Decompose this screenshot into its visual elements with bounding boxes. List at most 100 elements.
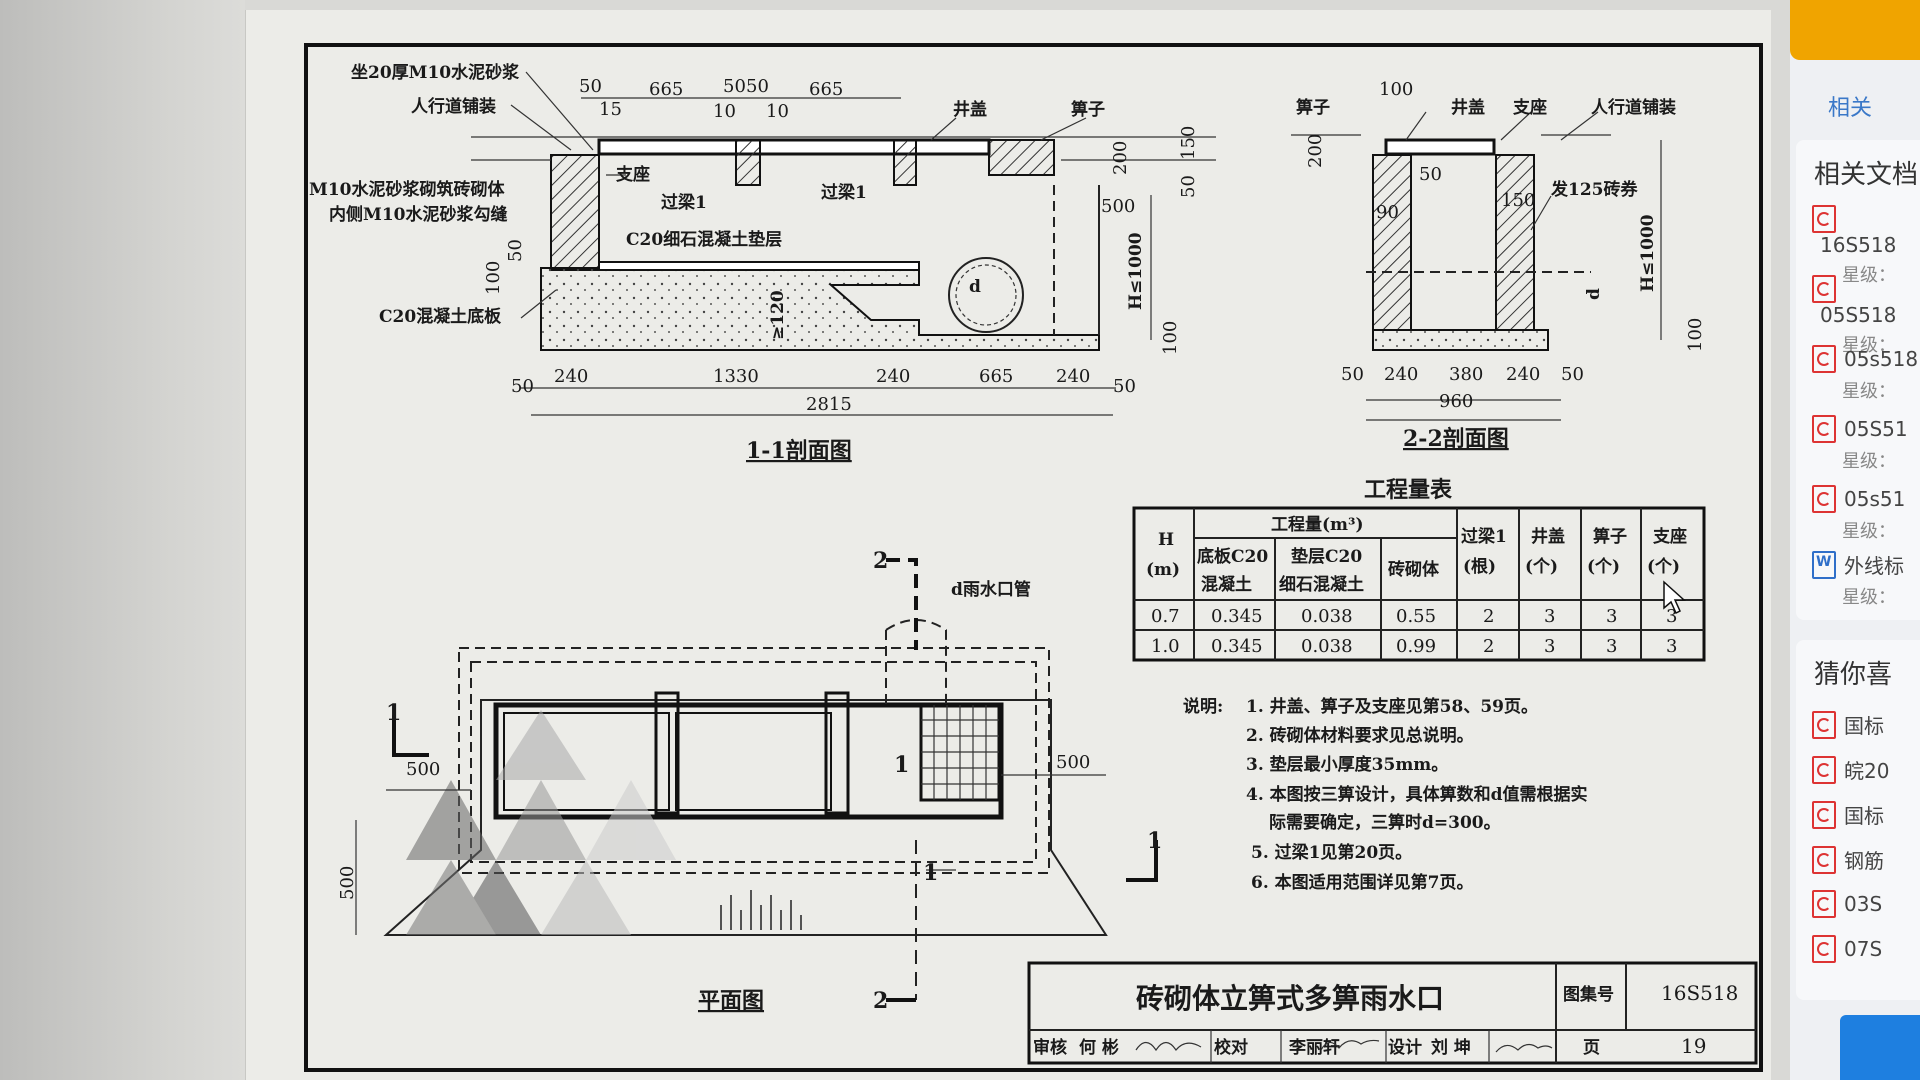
label-beam-a: 过梁1 xyxy=(661,192,707,213)
top-action-button[interactable] xyxy=(1790,0,1920,60)
design-name: 刘 坤 xyxy=(1431,1037,1471,1058)
doc-star: 星级： xyxy=(1842,381,1896,402)
pdf-icon xyxy=(1812,345,1836,373)
cell: 0.038 xyxy=(1301,606,1353,627)
drawing-title: 砖砌体立箅式多箅雨水口 xyxy=(1136,982,1444,1015)
review-label: 审核 xyxy=(1033,1037,1067,1058)
review-signature xyxy=(1135,1041,1202,1052)
dim-right-100: 100 xyxy=(1160,321,1181,355)
recommended-doc-item[interactable]: 03S xyxy=(1812,890,1882,918)
doc-name: 国标 xyxy=(1844,804,1884,828)
related-docs-panel: 相关文档 16S518 星级： 05S518 星级： 05s518 星级： 05… xyxy=(1796,140,1920,620)
dim-top-50: 50 xyxy=(579,76,602,97)
recommended-doc-item[interactable]: 国标 xyxy=(1812,710,1884,739)
recommended-doc-item[interactable]: 钢筋 xyxy=(1812,845,1884,874)
cell: 1.0 xyxy=(1151,636,1180,657)
atlas-label: 图集号 xyxy=(1563,984,1614,1005)
table-row: 1.0 0.345 0.038 0.99 2 3 3 3 xyxy=(1151,636,1677,657)
recommended-doc-item[interactable]: 皖20 xyxy=(1812,755,1889,784)
cell: 2 xyxy=(1483,606,1494,627)
th-cover-1: 井盖 xyxy=(1531,526,1565,547)
quantity-table: 工程量表 H (m) 工程量(m³) 底板C20 混凝土 垫层C20 细石混凝土… xyxy=(1132,477,1706,662)
recommended-doc-item[interactable]: 国标 xyxy=(1812,800,1884,829)
related-doc-item[interactable]: 05S518 星级： xyxy=(1812,275,1920,357)
dim-bottom-50b: 50 xyxy=(1113,376,1136,397)
doc-name: 07S xyxy=(1844,937,1883,961)
right-sidebar: 相关 相关文档 16S518 星级： 05S518 星级： 05s518 星级：… xyxy=(1790,0,1920,1080)
note-item: 2. 砖砌体材料要求见总说明。 xyxy=(1246,725,1474,746)
section-2-2 xyxy=(1291,111,1662,421)
page-label: 页 xyxy=(1583,1038,1600,1058)
pdf-icon xyxy=(1812,275,1836,303)
beam-b xyxy=(893,139,917,186)
th-h: H xyxy=(1158,530,1174,550)
grate-1 xyxy=(988,139,1055,176)
dim-top-10b: 10 xyxy=(766,101,789,122)
dim-top-665a: 665 xyxy=(649,79,683,100)
plan-view xyxy=(355,558,1158,1002)
doc-name: 05s518 xyxy=(1844,347,1919,371)
cell: 0.55 xyxy=(1396,606,1436,627)
th-cushion-1: 垫层C20 xyxy=(1291,546,1362,567)
check-label: 校对 xyxy=(1214,1037,1248,1058)
label-base: C20混凝土底板 xyxy=(379,306,502,327)
doc-name: 钢筋 xyxy=(1844,849,1884,873)
label-beam-b: 过梁1 xyxy=(821,182,867,203)
th-grate-1: 箅子 xyxy=(1593,526,1627,547)
tab-related[interactable]: 相关 xyxy=(1828,96,1873,121)
watermark-triangles xyxy=(406,710,676,935)
recommended-doc-item[interactable]: 07S xyxy=(1812,935,1882,963)
related-doc-item[interactable]: 05s518 星级： xyxy=(1812,345,1918,403)
label-paving-left: 人行道铺装 xyxy=(411,96,496,117)
pdf-icon xyxy=(1812,845,1836,874)
dim-plan-500a: 500 xyxy=(406,759,440,780)
left-wall xyxy=(550,154,600,271)
label-h-le-1000-b: H≤1000 xyxy=(1638,214,1658,292)
title-block: 砖砌体立箅式多箅雨水口 图集号 16S518 审核 何 彬 校对 李丽轩 设计 … xyxy=(1027,961,1758,1065)
label-pipe-d: d xyxy=(969,277,981,297)
related-doc-item[interactable]: 外线标 星级： xyxy=(1812,550,1904,609)
note-item: 4. 本图按三箅设计，具体箅数和d值需根据实 xyxy=(1246,784,1588,805)
related-doc-item[interactable]: 16S518 星级： xyxy=(1812,205,1920,287)
doc-name: 03S xyxy=(1844,892,1883,916)
label-grate: 箅子 xyxy=(1071,99,1105,120)
th-group: 工程量(m³) xyxy=(1271,514,1364,535)
dim-right-500: 500 xyxy=(1101,196,1135,217)
label-support-r: 支座 xyxy=(1513,97,1547,118)
section-mark-1a: 1 xyxy=(386,700,401,726)
cell: 0.99 xyxy=(1396,636,1436,657)
cell: 0.038 xyxy=(1301,636,1353,657)
doc-name: 外线标 xyxy=(1844,554,1904,578)
related-doc-item[interactable]: 05s51 星级： xyxy=(1812,485,1905,543)
dim-bottom-665: 665 xyxy=(979,366,1013,387)
note-item: 6. 本图适用范围详见第7页。 xyxy=(1251,872,1474,893)
bottom-action-button[interactable] xyxy=(1840,1015,1920,1080)
section-mark-2a: 2 xyxy=(873,548,888,574)
pdf-icon xyxy=(1812,800,1836,829)
cell: 3 xyxy=(1544,606,1555,627)
dim-right-200: 200 xyxy=(1110,141,1131,175)
dim-r-total-960: 960 xyxy=(1439,391,1473,412)
beam-a xyxy=(735,139,761,186)
mouse-cursor-icon xyxy=(1663,580,1686,615)
table-title: 工程量表 xyxy=(1364,477,1453,503)
doc-star: 星级： xyxy=(1842,265,1896,286)
dim-r-100: 100 xyxy=(1379,79,1413,100)
pdf-icon xyxy=(1812,755,1836,784)
doc-star: 星级： xyxy=(1842,335,1896,356)
plan-grate xyxy=(919,703,1001,802)
drawing-frame xyxy=(304,43,1763,1072)
related-doc-item[interactable]: 05S51 星级： xyxy=(1812,415,1908,473)
dim-top-15: 15 xyxy=(599,99,622,120)
cell: 3 xyxy=(1606,636,1617,657)
th-h-unit: (m) xyxy=(1146,560,1180,580)
th-base-1: 底板C20 xyxy=(1197,546,1268,567)
design-signature xyxy=(1495,1043,1553,1053)
note-item: 1. 井盖、箅子及支座见第58、59页。 xyxy=(1246,696,1538,717)
pdf-icon xyxy=(1812,415,1836,443)
doc-name: 05s51 xyxy=(1844,487,1906,511)
dim-bottom-1330: 1330 xyxy=(713,366,759,387)
note-item: 5. 过梁1见第20页。 xyxy=(1251,842,1412,863)
atlas-no: 16S518 xyxy=(1661,981,1738,1005)
pdf-icon xyxy=(1812,890,1836,918)
